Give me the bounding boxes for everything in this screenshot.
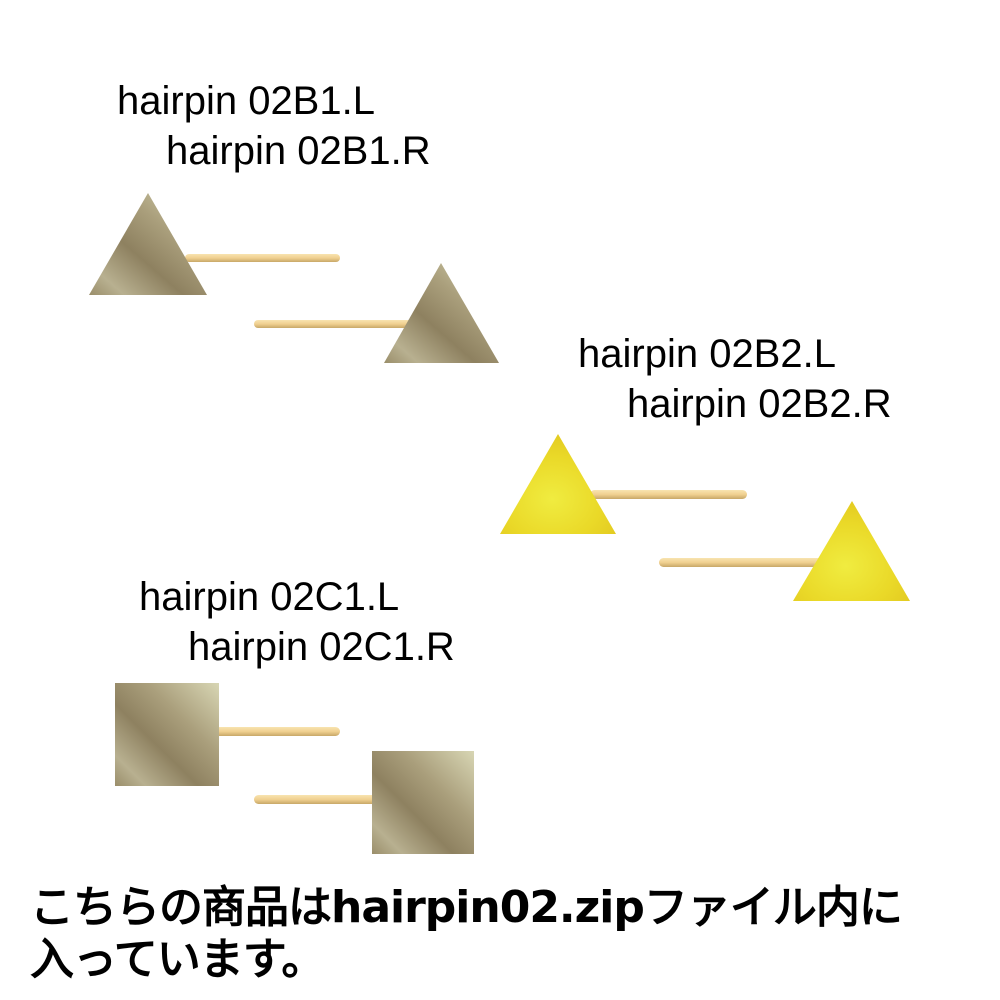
pin-stick bbox=[659, 558, 829, 567]
triangle-ornament bbox=[500, 434, 616, 534]
pin-stick bbox=[590, 490, 747, 499]
pin-stick bbox=[254, 795, 379, 804]
label-02B2-R: hairpin 02B2.R bbox=[627, 382, 892, 426]
pin-stick bbox=[185, 254, 340, 262]
hairpin-02B2-L bbox=[500, 434, 747, 534]
pin-stick bbox=[210, 727, 340, 736]
label-02B1-R: hairpin 02B1.R bbox=[166, 129, 431, 173]
pin-stick bbox=[254, 320, 424, 328]
package-note-line1: こちらの商品はhairpin02.zipファイル内に bbox=[30, 882, 903, 933]
hairpin-02B1-R bbox=[254, 263, 499, 363]
hairpin-02C1-R bbox=[254, 751, 474, 854]
triangle-ornament bbox=[793, 501, 910, 601]
label-02C1-R: hairpin 02C1.R bbox=[188, 625, 455, 669]
square-ornament bbox=[115, 683, 219, 786]
hairpin-02C1-L bbox=[115, 683, 340, 786]
hairpin-02B1-L bbox=[89, 193, 340, 295]
square-ornament bbox=[372, 751, 474, 854]
package-note-line2: 入っています。 bbox=[30, 934, 325, 985]
hairpin-02B2-R bbox=[659, 501, 910, 601]
label-02B1-L: hairpin 02B1.L bbox=[117, 79, 375, 123]
package-note: こちらの商品はhairpin02.zipファイル内に 入っています。 bbox=[30, 882, 903, 986]
label-02B2-L: hairpin 02B2.L bbox=[578, 332, 836, 376]
triangle-ornament bbox=[89, 193, 207, 295]
triangle-ornament bbox=[384, 263, 499, 363]
label-02C1-L: hairpin 02C1.L bbox=[139, 575, 400, 619]
